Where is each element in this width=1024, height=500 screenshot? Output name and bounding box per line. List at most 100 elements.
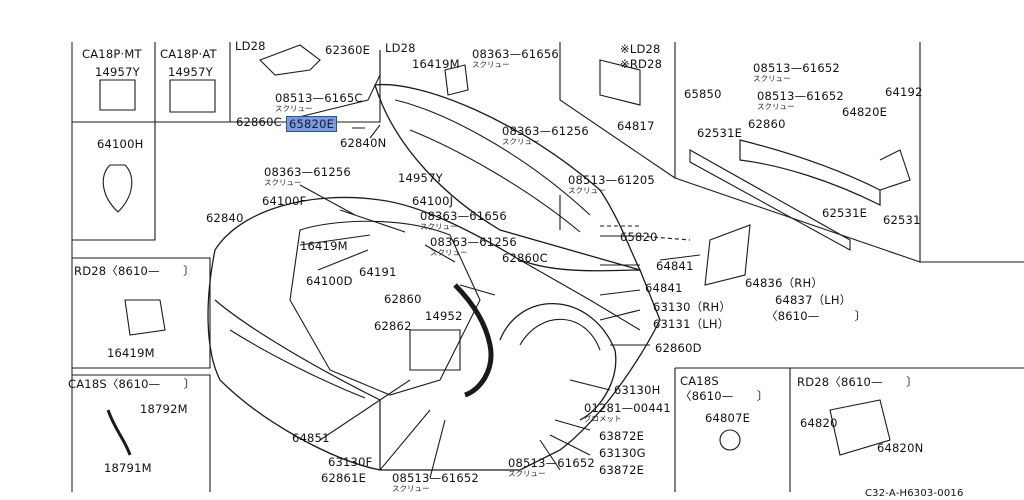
- jp-screw-1: スクリュー: [275, 104, 313, 113]
- part-label-63130h[interactable]: 63130H: [614, 383, 661, 397]
- jp-screw-3: スクリュー: [753, 74, 791, 83]
- part-label-08363-61256-top[interactable]: 08363—61256: [502, 124, 589, 138]
- part-label-62862[interactable]: 62862: [374, 319, 412, 333]
- part-label-62861e[interactable]: 62861E: [321, 471, 367, 485]
- part-label-65850[interactable]: 65850: [684, 87, 722, 101]
- part-label-64837[interactable]: 64837（LH）: [775, 293, 852, 307]
- variant-ld28-top: LD28: [235, 39, 266, 53]
- part-label-08363-61256-left[interactable]: 08363—61256: [264, 165, 351, 179]
- part-label-64807e[interactable]: 64807E: [705, 411, 751, 425]
- part-label-63131-lh[interactable]: 63131（LH）: [653, 317, 730, 331]
- jp-screw-4: スクリュー: [757, 102, 795, 111]
- hood-outline: [374, 83, 642, 272]
- bracket-64817: [599, 59, 641, 106]
- part-label-63872e-b[interactable]: 63872E: [599, 463, 645, 477]
- part-label-06513-6165c[interactable]: 08513—6165C: [275, 91, 363, 105]
- part-label-08363-61656-mid[interactable]: 08363—61656: [420, 209, 507, 223]
- hood-inner2: [409, 129, 581, 233]
- wheel-arch: [499, 303, 617, 421]
- jp-grommet: グロメット: [584, 414, 622, 423]
- part-label-18792m[interactable]: 18792M: [140, 402, 188, 416]
- part-label-63872e-a[interactable]: 63872E: [599, 429, 645, 443]
- part-label-62860c-top[interactable]: 62860C: [236, 115, 282, 129]
- part-label-63130-rh[interactable]: 63130（RH）: [653, 300, 732, 314]
- part-label-64820e[interactable]: 64820E: [842, 105, 888, 119]
- part-label-14957y-mt[interactable]: 14957Y: [95, 65, 140, 79]
- part-label-62840[interactable]: 62840: [206, 211, 244, 225]
- part-label-62860d[interactable]: 62860D: [655, 341, 702, 355]
- part-label-01281-00441[interactable]: 01281—00441: [584, 401, 671, 415]
- part-label-62360e[interactable]: 62360E: [325, 43, 371, 57]
- part-64100h: [102, 164, 133, 213]
- part-64820: [829, 399, 891, 456]
- part-label-64836[interactable]: 64836（RH）: [745, 276, 824, 290]
- part-64807e: [719, 429, 741, 451]
- highlight-65820e[interactable]: 65820E: [286, 116, 338, 132]
- part-label-62531e-top[interactable]: 62531E: [697, 126, 743, 140]
- body-outline: [207, 196, 661, 471]
- frame-rd28-box: [72, 257, 211, 369]
- part-label-16419m-mid[interactable]: 16419M: [300, 239, 348, 253]
- part-label-14952[interactable]: 14952: [425, 309, 463, 323]
- jp-screw-9: スクリュー: [430, 248, 468, 257]
- part-label-65820[interactable]: 65820: [620, 230, 658, 244]
- part-label-08513-61652-d[interactable]: 08513—61652: [392, 471, 479, 485]
- wheel-arch-inner: [519, 318, 601, 351]
- variant-ca18p-at: CA18P·AT: [160, 47, 217, 61]
- part-16419m-rd: [124, 299, 166, 336]
- part-label-62860c-mid[interactable]: 62860C: [502, 251, 548, 265]
- support-bar: [739, 139, 881, 206]
- part-label-65820e[interactable]: 65820E: [286, 116, 338, 132]
- bumper: [214, 299, 381, 470]
- part-label-64192[interactable]: 64192: [885, 85, 923, 99]
- part-label-16419m-rd[interactable]: 16419M: [107, 346, 155, 360]
- part-label-64820[interactable]: 64820: [800, 416, 838, 430]
- part-label-62860[interactable]: 62860: [748, 117, 786, 131]
- dashed-leaders: [600, 225, 691, 241]
- frame-divider-g: [72, 122, 156, 241]
- jp-screw-7: スクリュー: [568, 186, 606, 195]
- part-label-64820n[interactable]: 64820N: [877, 441, 924, 455]
- part-label-18791m[interactable]: 18791M: [104, 461, 152, 475]
- part-label-64841-b[interactable]: 64841: [645, 281, 683, 295]
- part-label-08513-61652-c[interactable]: 08513—61652: [508, 456, 595, 470]
- jp-screw-6: スクリュー: [264, 178, 302, 187]
- part-label-08513-61652-b[interactable]: 08513—61652: [757, 89, 844, 103]
- variant-ld28-mid: LD28: [385, 41, 416, 55]
- part-label-64851[interactable]: 64851: [292, 431, 330, 445]
- part-label-63130g[interactable]: 63130G: [599, 446, 646, 460]
- part-label-08513-61205[interactable]: 08513—61205: [568, 173, 655, 187]
- fender-line: [519, 259, 641, 331]
- part-label-08363-61656-top[interactable]: 08363—61656: [472, 47, 559, 61]
- part-label-64100j[interactable]: 64100J: [412, 194, 454, 208]
- variant-rd28-8610-b: RD28〈8610— 〕: [797, 375, 918, 389]
- part-label-16419m-top[interactable]: 16419M: [412, 57, 460, 71]
- variant-rh-8610: 〈8610— 〕: [766, 309, 867, 323]
- jp-screw-8: スクリュー: [420, 222, 458, 231]
- part-label-08363-61256-mid[interactable]: 08363—61256: [430, 235, 517, 249]
- part-label-62531[interactable]: 62531: [883, 213, 921, 227]
- duct-hose: [453, 283, 494, 398]
- part-label-14957y-mid[interactable]: 14957Y: [398, 171, 443, 185]
- part-label-64817[interactable]: 64817: [617, 119, 655, 133]
- panel-64836: [704, 224, 751, 286]
- part-14957y-mt: [99, 79, 136, 111]
- frame-ca18s-box: [72, 374, 211, 492]
- grille-line: [229, 329, 366, 399]
- part-label-64100d[interactable]: 64100D: [306, 274, 353, 288]
- part-label-62860-mid[interactable]: 62860: [384, 292, 422, 306]
- frame-divider-f: [674, 42, 921, 263]
- part-label-64841-a[interactable]: 64841: [656, 259, 694, 273]
- variant-ca18s-8610-a: CA18S〈8610— 〕: [68, 377, 196, 391]
- part-label-64100h[interactable]: 64100H: [97, 137, 144, 151]
- part-62360e: [259, 44, 321, 76]
- part-label-62531e-b[interactable]: 62531E: [822, 206, 868, 220]
- part-label-14957y-at[interactable]: 14957Y: [168, 65, 213, 79]
- part-label-08513-61652-a[interactable]: 08513—61652: [753, 61, 840, 75]
- variant-ca18s-8610-b: CA18S: [680, 374, 719, 388]
- part-label-63130f[interactable]: 63130F: [328, 455, 373, 469]
- part-label-62840n[interactable]: 62840N: [340, 136, 387, 150]
- part-label-64191[interactable]: 64191: [359, 265, 397, 279]
- part-label-64100f[interactable]: 64100F: [262, 194, 307, 208]
